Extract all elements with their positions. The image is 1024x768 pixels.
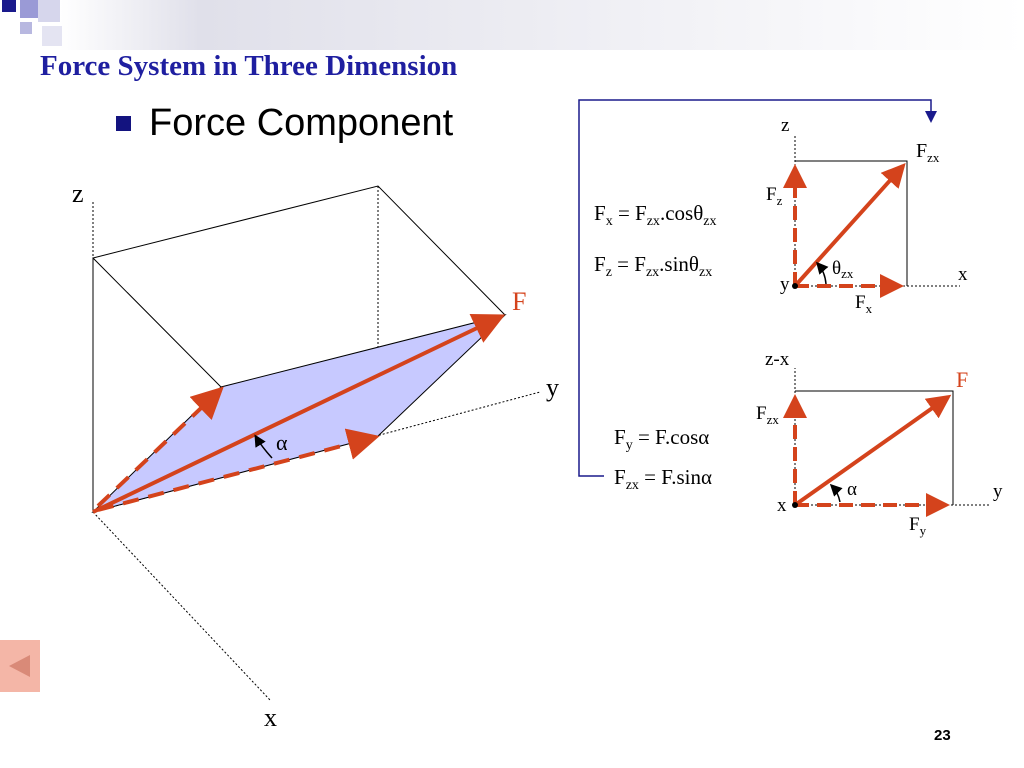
force-arrow-F — [92, 313, 506, 514]
zx-label-Fzx: Fzx — [916, 140, 940, 165]
axis-label-x: x — [264, 703, 277, 732]
zxy-angle-arc — [829, 483, 843, 503]
zxy-origin-dot — [792, 502, 798, 508]
zx-origin-label: y — [780, 274, 790, 295]
zx-axis-label-z: z — [781, 115, 789, 136]
diagram-3d: z y x F α — [72, 179, 559, 732]
angle-arc — [254, 434, 273, 459]
triangle-left-icon — [9, 655, 30, 677]
zxy-label-Fzx: Fzx — [756, 403, 779, 427]
bullet-square-icon — [116, 116, 131, 131]
zx-rectangle — [795, 160, 908, 286]
equation-Fy: Fy = F.cosα — [614, 425, 709, 453]
diagram-zxy: z-x y x F Fzx Fy α Fy = F.cosα Fzx = F.s… — [614, 349, 1003, 538]
zx-label-Fx: Fx — [855, 292, 873, 316]
bullet-item: Force Component — [116, 102, 453, 145]
zx-origin-dot — [792, 283, 798, 289]
force-label-F: F — [512, 287, 526, 316]
zx-angle-arc — [816, 261, 829, 285]
zx-label-Fz: Fz — [766, 184, 783, 208]
header-square-navy — [2, 0, 16, 12]
box-top-edges — [92, 185, 506, 388]
page-number: 23 — [934, 727, 951, 744]
slide-title: Force System in Three Dimension — [40, 50, 458, 82]
zxy-origin-label: x — [777, 495, 787, 516]
axis-label-y: y — [546, 373, 559, 402]
header-square-light — [38, 0, 60, 22]
axis-label-z: z — [72, 179, 84, 208]
header-square-small — [20, 22, 32, 34]
zxy-axis-label-up: z-x — [765, 349, 790, 370]
component-vertical-arrow — [96, 386, 224, 508]
zx-resultant-arrow — [793, 163, 906, 288]
component-horizontal-arrow — [97, 428, 380, 512]
zxy-label-Fy: Fy — [909, 514, 927, 538]
zxy-angle-label: α — [847, 479, 857, 500]
diagram-zx: z x y Fzx Fz Fx θzx Fx = Fzx.cosθzx Fz =… — [594, 115, 968, 316]
zxy-rectangle — [795, 390, 954, 505]
zx-angle-label: θzx — [832, 258, 854, 281]
equation-Fx: Fx = Fzx.cosθzx — [594, 201, 716, 229]
axis-x-line — [92, 511, 271, 701]
previous-slide-button[interactable] — [0, 640, 40, 692]
bullet-text: Force Component — [149, 102, 454, 144]
angle-label-alpha: α — [276, 430, 288, 455]
header-square-blue — [20, 0, 38, 18]
zxy-axis-label-y: y — [993, 481, 1003, 502]
header-bar — [0, 0, 1024, 50]
equation-Fzx: Fzx = F.sinα — [614, 465, 712, 493]
zxy-resultant-arrow — [793, 394, 952, 507]
zx-axis-label-x: x — [958, 264, 968, 285]
equation-Fz: Fz = Fzx.sinθzx — [594, 252, 712, 280]
header-square-lower — [42, 26, 62, 46]
bracket-connector — [578, 99, 937, 477]
zxy-label-F: F — [956, 367, 968, 392]
